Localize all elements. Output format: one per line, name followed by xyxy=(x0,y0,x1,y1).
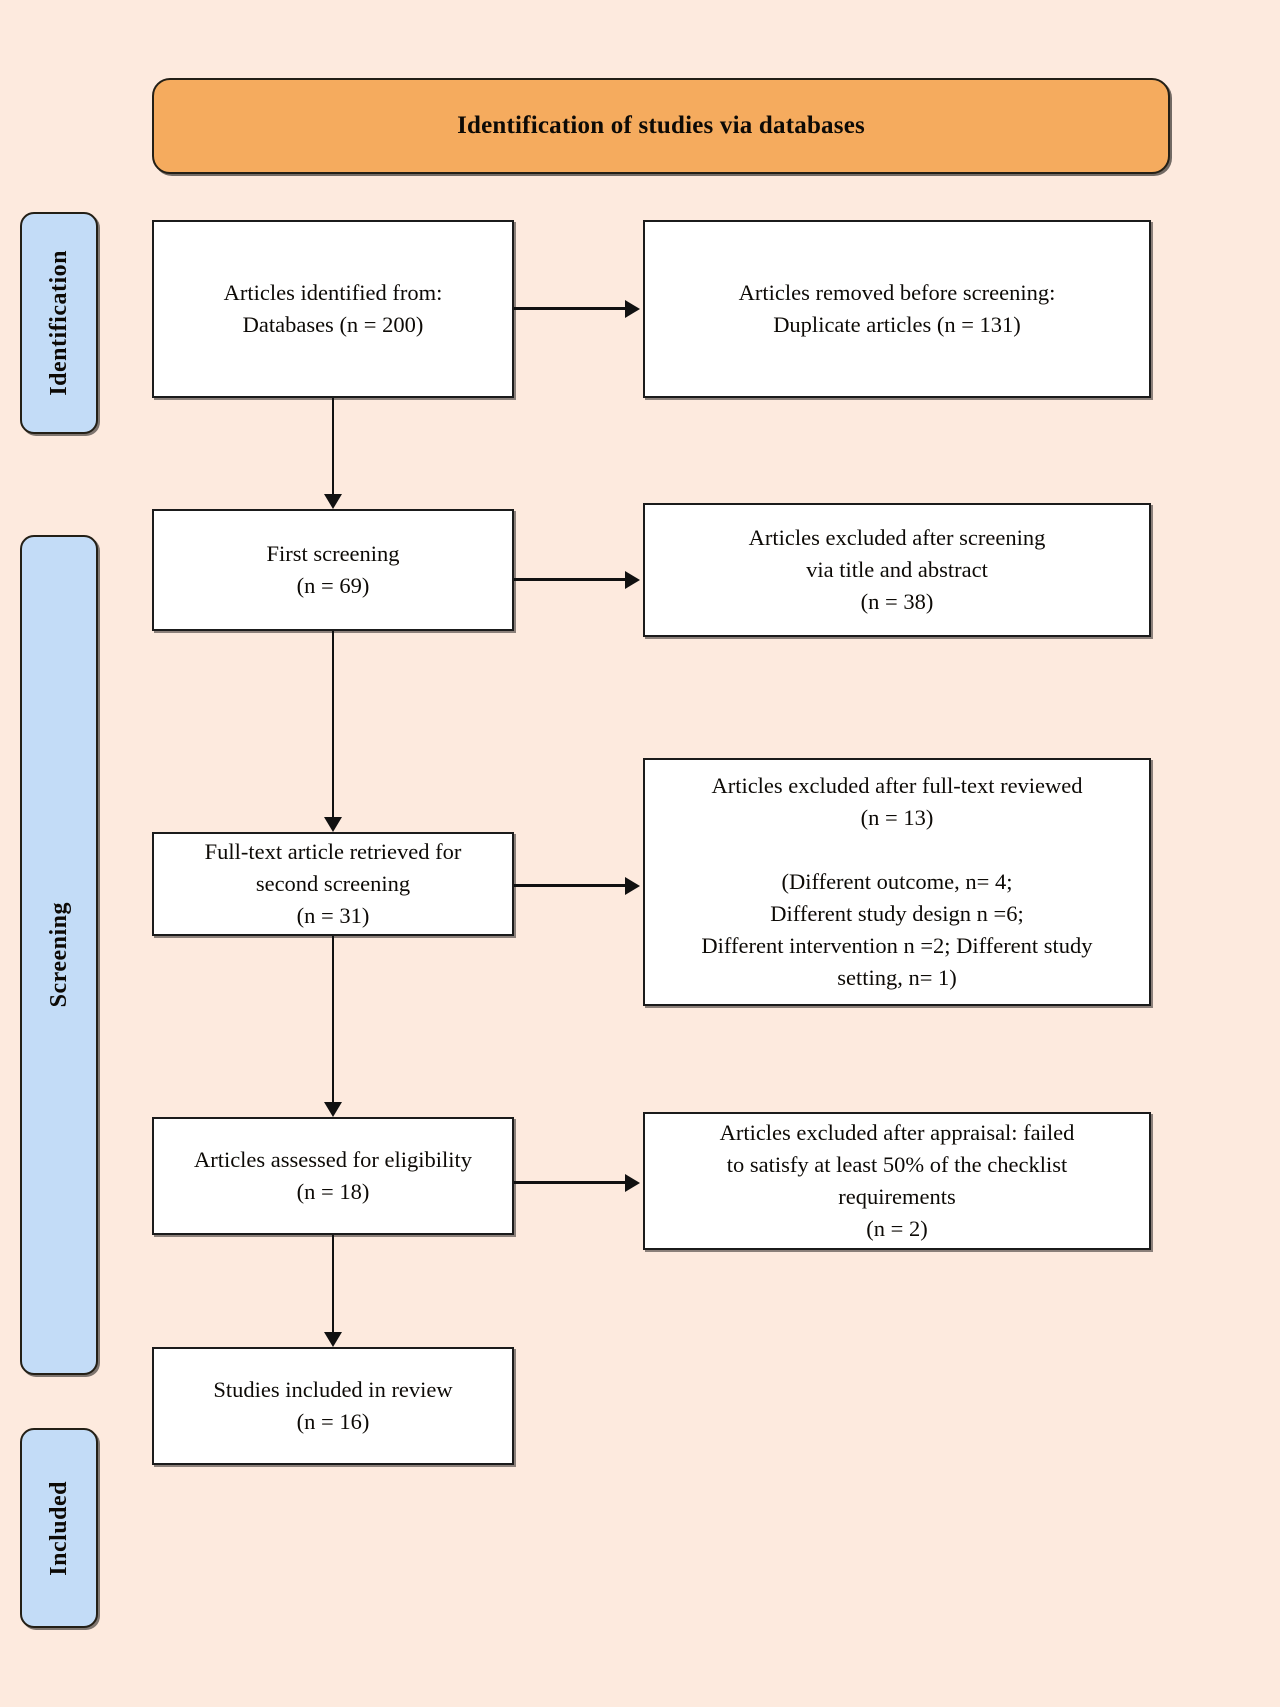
connector-first-screening-to-excluded xyxy=(514,578,625,581)
node-articles-identified-text: Articles identified from: Databases (n =… xyxy=(223,280,443,337)
arrowhead-fulltext-to-eligibility xyxy=(324,1102,342,1117)
connector-eligibility-to-included xyxy=(331,1235,334,1332)
node-studies-included-text: Studies included in review (n = 16) xyxy=(213,1377,453,1434)
node-articles-removed: Articles removed before screening: Dupli… xyxy=(643,220,1151,398)
connector-first-screening-to-fulltext xyxy=(331,631,334,817)
stage-label-screening: Screening xyxy=(20,535,98,1375)
node-articles-removed-text: Articles removed before screening: Dupli… xyxy=(738,280,1056,337)
stage-label-screening-text: Screening xyxy=(45,902,72,1008)
connector-fulltext-to-excluded xyxy=(514,884,625,887)
stage-label-identification: Identification xyxy=(20,212,98,434)
connector-fulltext-to-eligibility xyxy=(331,936,334,1102)
node-excluded-after-screening: Articles excluded after screening via ti… xyxy=(643,503,1151,637)
connector-eligibility-to-excluded xyxy=(514,1181,625,1184)
arrowhead-fulltext-to-excluded xyxy=(625,876,640,895)
connector-identified-to-removed xyxy=(514,307,625,310)
arrowhead-first-screening-to-fulltext xyxy=(324,817,342,832)
stage-label-included: Included xyxy=(20,1428,98,1628)
connector-identified-to-first-screening xyxy=(331,398,334,494)
node-first-screening-text: First screening (n = 69) xyxy=(266,541,400,598)
node-assessed-for-eligibility-text: Articles assessed for eligibility (n = 1… xyxy=(193,1147,473,1204)
node-articles-identified: Articles identified from: Databases (n =… xyxy=(152,220,514,398)
node-assessed-for-eligibility: Articles assessed for eligibility (n = 1… xyxy=(152,1117,514,1235)
arrowhead-first-screening-to-excluded xyxy=(625,570,640,589)
diagram-header-banner: Identification of studies via databases xyxy=(152,78,1170,174)
node-excluded-after-appraisal: Articles excluded after appraisal: faile… xyxy=(643,1112,1151,1250)
diagram-title: Identification of studies via databases xyxy=(457,112,865,139)
node-excluded-after-appraisal-text: Articles excluded after appraisal: faile… xyxy=(719,1120,1075,1241)
stage-label-included-text: Included xyxy=(45,1480,72,1576)
node-excluded-after-fulltext: Articles excluded after full-text review… xyxy=(643,758,1151,1006)
node-excluded-after-screening-text: Articles excluded after screening via ti… xyxy=(748,525,1046,614)
arrowhead-identified-to-first-screening xyxy=(324,494,342,509)
node-excluded-after-fulltext-text: Articles excluded after full-text review… xyxy=(701,773,1093,990)
arrowhead-eligibility-to-excluded xyxy=(625,1173,640,1192)
node-first-screening: First screening (n = 69) xyxy=(152,509,514,631)
node-fulltext-retrieved: Full-text article retrieved for second s… xyxy=(152,832,514,936)
arrowhead-eligibility-to-included xyxy=(324,1332,342,1347)
node-studies-included: Studies included in review (n = 16) xyxy=(152,1347,514,1465)
node-fulltext-retrieved-text: Full-text article retrieved for second s… xyxy=(204,839,462,928)
stage-label-identification-text: Identification xyxy=(45,250,72,396)
arrowhead-identified-to-removed xyxy=(625,299,640,318)
